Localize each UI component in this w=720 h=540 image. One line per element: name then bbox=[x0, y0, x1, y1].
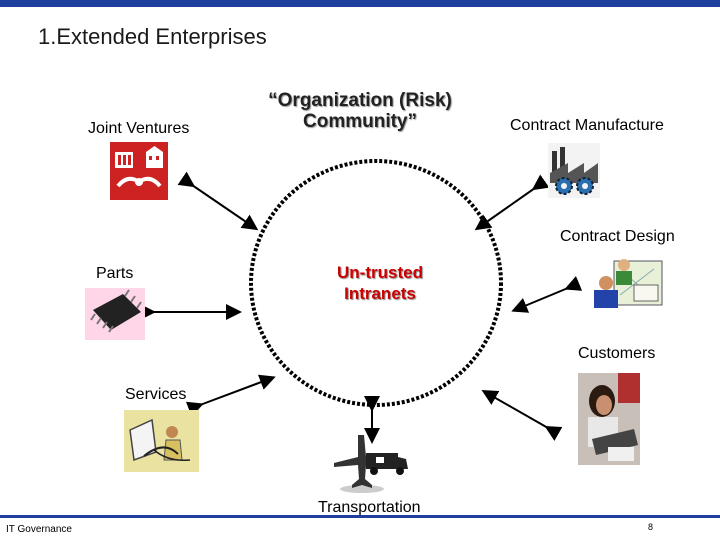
arrow-customers bbox=[481, 390, 563, 441]
center-title: “Organization (Risk) Community” bbox=[268, 90, 452, 132]
customer-photo-icon bbox=[578, 373, 640, 465]
service-technician-icon bbox=[124, 410, 199, 472]
arrow-contract-manufacture bbox=[474, 174, 550, 231]
handshake-buildings-icon bbox=[110, 142, 168, 200]
label-services: Services bbox=[125, 386, 187, 403]
label-customers: Customers bbox=[578, 345, 656, 362]
hub-circle bbox=[249, 159, 503, 407]
label-contract-design: Contract Design bbox=[560, 228, 675, 245]
microchip-icon bbox=[85, 288, 145, 340]
page-number: 8 bbox=[648, 522, 654, 532]
label-joint-ventures: Joint Ventures bbox=[88, 120, 190, 137]
arrow-joint-ventures bbox=[177, 171, 259, 231]
factory-gears-icon bbox=[548, 143, 600, 198]
plane-truck-icon bbox=[334, 435, 408, 493]
top-accent-bar bbox=[0, 0, 720, 7]
label-contract-manufacture: Contract Manufacture bbox=[510, 117, 664, 134]
footer-label: IT Governance bbox=[6, 524, 72, 535]
page-title: 1.Extended Enterprises bbox=[38, 24, 267, 49]
arrow-services bbox=[185, 374, 276, 417]
label-transportation: Transportation bbox=[318, 499, 421, 516]
label-parts: Parts bbox=[96, 265, 134, 282]
designers-icon bbox=[594, 259, 663, 308]
hub-label: Un-trusted Intranets bbox=[337, 263, 423, 303]
footer-line bbox=[0, 515, 720, 518]
arrow-contract-design bbox=[511, 276, 583, 313]
